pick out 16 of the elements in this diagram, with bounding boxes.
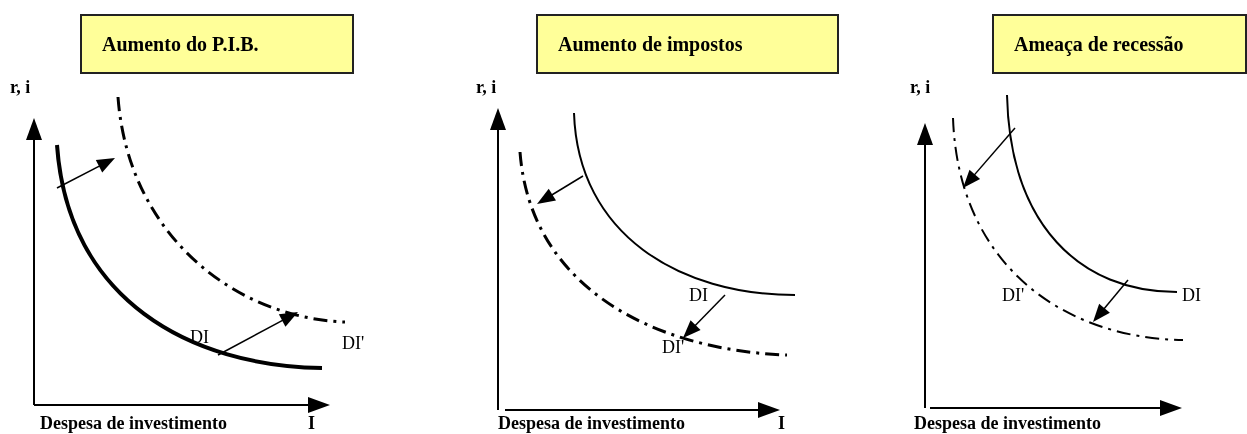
curve-label: DI' [342,334,365,352]
axis-label: Despesa de investimento [914,414,1101,432]
curve-label: DI [1182,286,1201,304]
title-box: Aumento de impostos [536,14,839,74]
axis-label: r, i [476,78,497,96]
title-box: Ameaça de recessão [992,14,1247,74]
axis-label: r, i [910,78,931,96]
curve-label: DI' [662,338,685,356]
title-box: Aumento do P.I.B. [80,14,354,74]
axis-label: Despesa de investimento [40,414,227,432]
axis-label: Despesa de investimento [498,414,685,432]
axis-label: I [778,414,785,432]
axis-label: I [308,414,315,432]
curve-label: DI' [1002,286,1025,304]
axis-label: r, i [10,78,31,96]
curve-label: DI [689,286,708,304]
